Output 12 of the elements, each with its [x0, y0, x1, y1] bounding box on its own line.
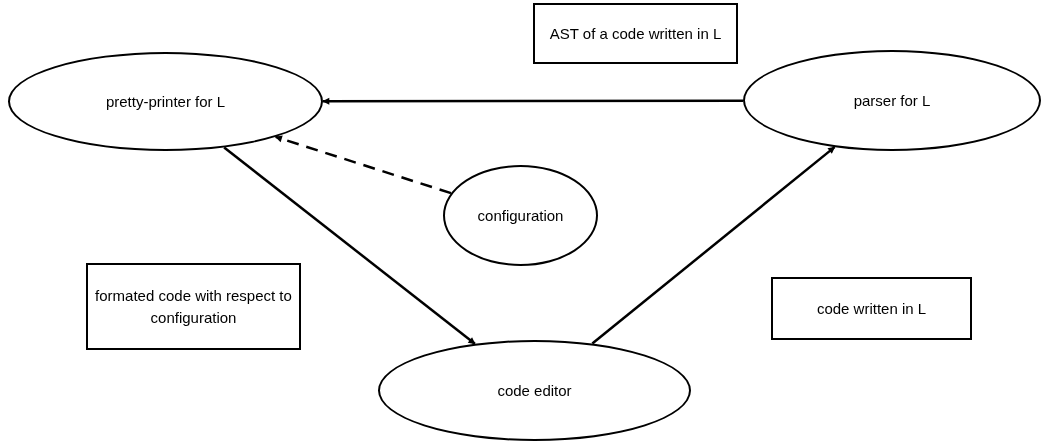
node-text: formated code with respect to configuration — [94, 285, 293, 328]
arrow — [275, 135, 452, 195]
node-text: AST of a code written in L — [549, 23, 722, 44]
label-box — [533, 3, 738, 64]
node-text: code written in L — [816, 298, 927, 319]
node-text: configuration — [477, 207, 564, 224]
node-text: code editor — [497, 382, 572, 399]
node-text: parser for L — [853, 92, 931, 109]
label-box — [86, 263, 301, 350]
arrow — [322, 97, 743, 105]
label-box — [771, 277, 972, 340]
node-text: pretty-printer for L — [105, 93, 226, 110]
